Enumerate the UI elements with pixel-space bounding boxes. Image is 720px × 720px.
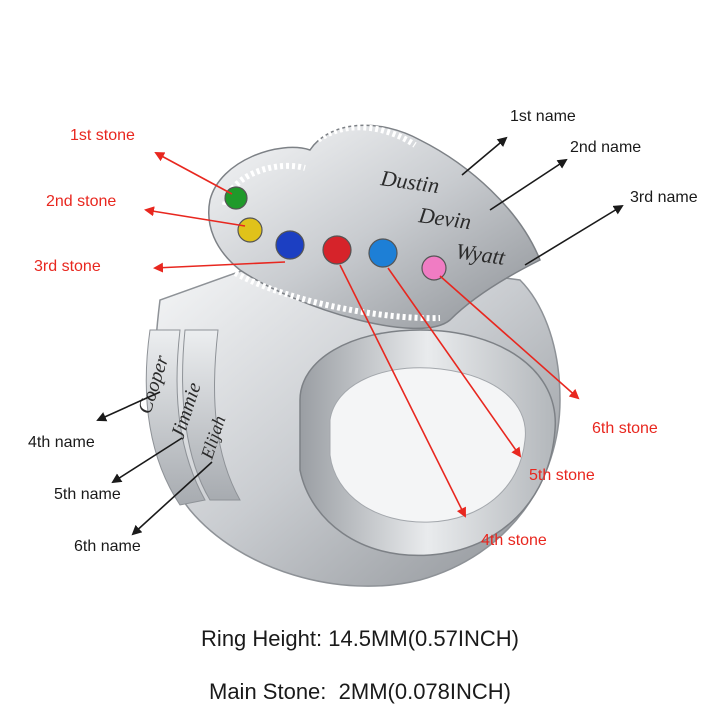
stone-3 [275, 230, 305, 260]
label-4th-stone: 4th stone [481, 532, 547, 549]
stone-4 [322, 235, 352, 265]
stone-1 [224, 186, 248, 210]
label-2nd-stone: 2nd stone [46, 193, 117, 210]
name-arrows [96, 136, 624, 536]
stone-5 [368, 238, 398, 268]
label-3rd-name: 3rd name [630, 189, 698, 206]
label-4th-name: 4th name [28, 434, 95, 451]
spec-ring-height: Ring Height: 14.5MM(0.57INCH) [201, 626, 519, 651]
label-1st-name: 1st name [510, 108, 576, 125]
heart-top [208, 124, 541, 330]
gemstones [224, 186, 447, 281]
stone-6 [421, 255, 447, 281]
label-5th-stone: 5th stone [529, 467, 595, 484]
ring-band [145, 249, 561, 587]
spec-main-stone: Main Stone: 2MM(0.078INCH) [209, 679, 511, 704]
label-2nd-name: 2nd name [570, 139, 642, 156]
label-6th-name: 6th name [74, 538, 141, 555]
label-5th-name: 5th name [54, 486, 121, 503]
label-1st-stone: 1st stone [70, 127, 135, 144]
label-3rd-stone: 3rd stone [34, 258, 101, 275]
stone-arrows [144, 152, 580, 518]
stone-2 [237, 217, 263, 243]
label-6th-stone: 6th stone [592, 420, 658, 437]
